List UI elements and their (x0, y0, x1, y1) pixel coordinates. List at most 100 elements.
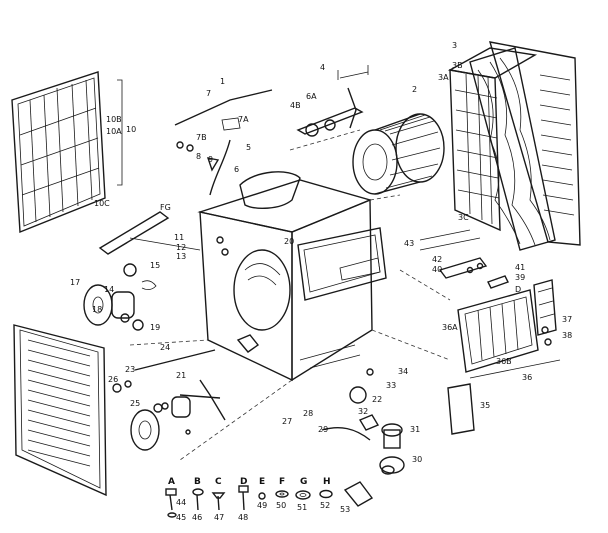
label-fg: FG (160, 203, 171, 212)
label-45: 45 (176, 513, 186, 522)
label-13: 13 (176, 252, 186, 261)
label-11: 11 (174, 233, 184, 242)
hardware-nut-h (319, 489, 333, 499)
label-25: 25 (130, 399, 140, 408)
label-23: 23 (125, 365, 135, 374)
label-29: 29 (318, 425, 328, 434)
pump-motor (83, 284, 144, 331)
hardware-clip-53 (343, 481, 374, 507)
label-hw-d: D (240, 477, 247, 487)
label-51: 51 (297, 503, 307, 512)
label-36b: 36B (496, 357, 512, 366)
label-37: 37 (562, 315, 572, 324)
label-19: 19 (150, 323, 160, 332)
label-15: 15 (150, 261, 160, 270)
label-2: 2 (412, 85, 417, 94)
hardware-screw-c (211, 492, 226, 511)
label-10: 10 (126, 125, 136, 134)
label-17: 17 (70, 278, 80, 287)
label-hw-h: H (323, 477, 331, 487)
control-shaft-assembly (174, 89, 273, 196)
label-10b: 10B (106, 115, 122, 124)
front-grille-panel (13, 324, 107, 497)
blower-wheel (352, 113, 445, 195)
rear-grille-panel (11, 71, 123, 234)
hardware-nut-e (258, 492, 266, 500)
louver-assembly (447, 279, 561, 435)
label-18: 18 (92, 305, 102, 314)
label-3b: 3B (452, 61, 463, 70)
label-hw-g: G (300, 477, 307, 487)
label-21: 21 (176, 371, 186, 380)
label-38: 38 (562, 331, 572, 340)
label-26: 26 (108, 375, 118, 384)
label-43: 43 (404, 239, 414, 248)
hardware-row (165, 481, 374, 518)
label-22: 22 (372, 395, 382, 404)
label-1: 1 (220, 77, 225, 86)
label-44: 44 (176, 498, 186, 507)
float-valve-assembly (321, 414, 405, 475)
label-7: 7 (206, 89, 211, 98)
label-50: 50 (276, 501, 286, 510)
label-47: 47 (214, 513, 224, 522)
label-10a: 10A (106, 127, 122, 136)
label-34: 34 (398, 367, 408, 376)
label-24: 24 (160, 343, 170, 352)
hardware-washer-g (295, 490, 311, 500)
label-8: 8 (196, 152, 201, 161)
hardware-screw-d (238, 485, 249, 511)
label-39: 39 (515, 273, 525, 282)
label-32: 32 (358, 407, 368, 416)
label-48: 48 (238, 513, 248, 522)
main-cabinet (129, 171, 451, 461)
label-d: D (515, 285, 521, 294)
label-5: 5 (246, 143, 251, 152)
motor-pulley-assembly (112, 349, 226, 451)
label-14: 14 (104, 285, 114, 294)
label-31: 31 (410, 425, 420, 434)
control-wiring (399, 229, 509, 301)
cooling-pad-frame (447, 41, 581, 251)
label-28: 28 (303, 409, 313, 418)
label-36a: 36A (442, 323, 458, 332)
label-46: 46 (192, 513, 202, 522)
label-6: 6 (234, 165, 239, 174)
label-10c: 10C (94, 199, 110, 208)
label-41: 41 (515, 263, 525, 272)
hardware-screw-a (165, 488, 177, 518)
drain-parts (299, 344, 374, 404)
label-53: 53 (340, 505, 350, 514)
label-hw-b: B (194, 477, 201, 487)
pump-bracket (98, 211, 229, 290)
label-27: 27 (282, 417, 292, 426)
label-3: 3 (452, 41, 457, 50)
part-labels: 10 10B 10A 10C FG 11 12 13 15 17 14 18 1… (70, 41, 572, 522)
label-hw-a: A (168, 477, 175, 487)
label-4b: 4B (290, 101, 301, 110)
label-6a: 6A (306, 92, 317, 101)
label-4: 4 (320, 63, 325, 72)
label-12: 12 (176, 243, 186, 252)
hardware-bolt-b (192, 488, 204, 511)
label-35: 35 (480, 401, 490, 410)
label-hw-e: E (259, 477, 265, 487)
motor-bracket-assembly (289, 65, 369, 151)
label-30: 30 (412, 455, 422, 464)
label-7a: 7A (238, 115, 249, 124)
label-49: 49 (257, 501, 267, 510)
label-52: 52 (320, 501, 330, 510)
label-hw-c: C (215, 477, 222, 487)
label-33: 33 (386, 381, 396, 390)
label-36: 36 (522, 373, 532, 382)
label-3c: 3C (458, 213, 469, 222)
hardware-washer-f (275, 490, 289, 498)
label-20: 20 (284, 237, 294, 246)
label-7b: 7B (196, 133, 207, 142)
label-9: 9 (208, 155, 213, 164)
label-hw-f: F (279, 477, 285, 487)
label-42: 42 (432, 255, 442, 264)
label-3a: 3A (438, 73, 449, 82)
label-40: 40 (432, 265, 442, 274)
